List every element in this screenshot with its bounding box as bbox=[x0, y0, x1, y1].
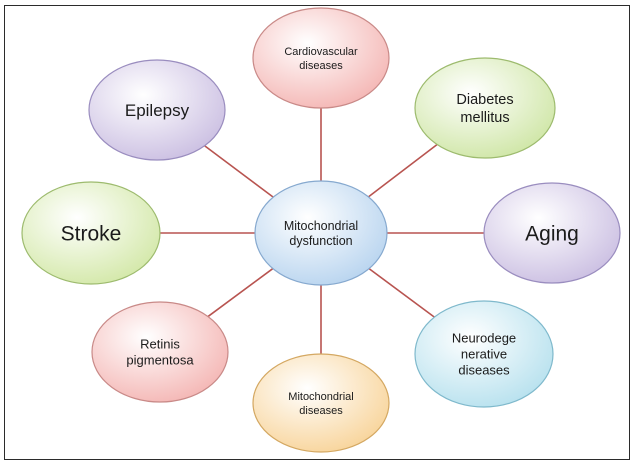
node-diabetes-circle bbox=[414, 57, 556, 159]
node-aging-label-line-1: Aging bbox=[525, 223, 579, 246]
node-retinis-label-line-2: pigmentosa bbox=[126, 353, 194, 368]
node-mitochondrial-diseases-label-line-1: Mitochondrial bbox=[288, 391, 353, 403]
node-retinis-circle bbox=[91, 301, 229, 403]
node-diabetes: Diabetes mellitus bbox=[414, 57, 556, 159]
node-stroke-circle bbox=[21, 181, 161, 285]
node-retinis-label-line-1: Retinis bbox=[140, 337, 180, 352]
node-cardiovascular-circle bbox=[252, 7, 390, 109]
node-stroke-label-line-1: Stroke bbox=[61, 223, 122, 246]
node-center-mitochondrial-dysfunction-label-line-1: Mitochondrial bbox=[284, 219, 358, 233]
node-aging-circle bbox=[483, 182, 621, 284]
node-diabetes-label-line-1: Diabetes bbox=[456, 92, 513, 108]
connector-retinis bbox=[207, 267, 274, 318]
node-aging: Aging bbox=[483, 182, 621, 284]
connectors bbox=[160, 108, 484, 354]
node-mitochondrial-diseases-label-line-2: diseases bbox=[299, 405, 343, 417]
node-stroke: Stroke bbox=[21, 181, 161, 285]
connector-diabetes bbox=[367, 143, 438, 198]
node-center-mitochondrial-dysfunction-circle bbox=[254, 180, 388, 286]
node-neurodegenerative-label-line-1: Neurodege bbox=[452, 331, 516, 346]
node-diabetes-label-line-2: mellitus bbox=[460, 110, 509, 126]
nodes: CardiovasculardiseasesDiabetesmellitusAg… bbox=[21, 7, 621, 453]
node-epilepsy-label-line-1: Epilepsy bbox=[125, 101, 190, 120]
node-epilepsy-circle bbox=[88, 59, 226, 161]
node-cardiovascular-label-line-2: diseases bbox=[299, 60, 343, 72]
node-neurodegenerative-label-line-2: nerative bbox=[461, 347, 507, 362]
node-cardiovascular: Cardiovascular diseases bbox=[252, 7, 390, 109]
connector-neurodegenerative bbox=[368, 268, 435, 318]
node-mitochondrial-diseases: Mitochondrial diseases bbox=[252, 353, 390, 453]
node-epilepsy: Epilepsy bbox=[88, 59, 226, 161]
connector-epilepsy bbox=[204, 145, 274, 198]
node-cardiovascular-label-line-1: Cardiovascular bbox=[284, 46, 358, 58]
node-neurodegenerative-circle bbox=[414, 300, 554, 408]
node-mitochondrial-diseases-circle bbox=[252, 353, 390, 453]
node-center-mitochondrial-dysfunction-label-line-2: dysfunction bbox=[289, 234, 352, 248]
node-neurodegenerative-label-line-3: diseases bbox=[458, 363, 510, 378]
